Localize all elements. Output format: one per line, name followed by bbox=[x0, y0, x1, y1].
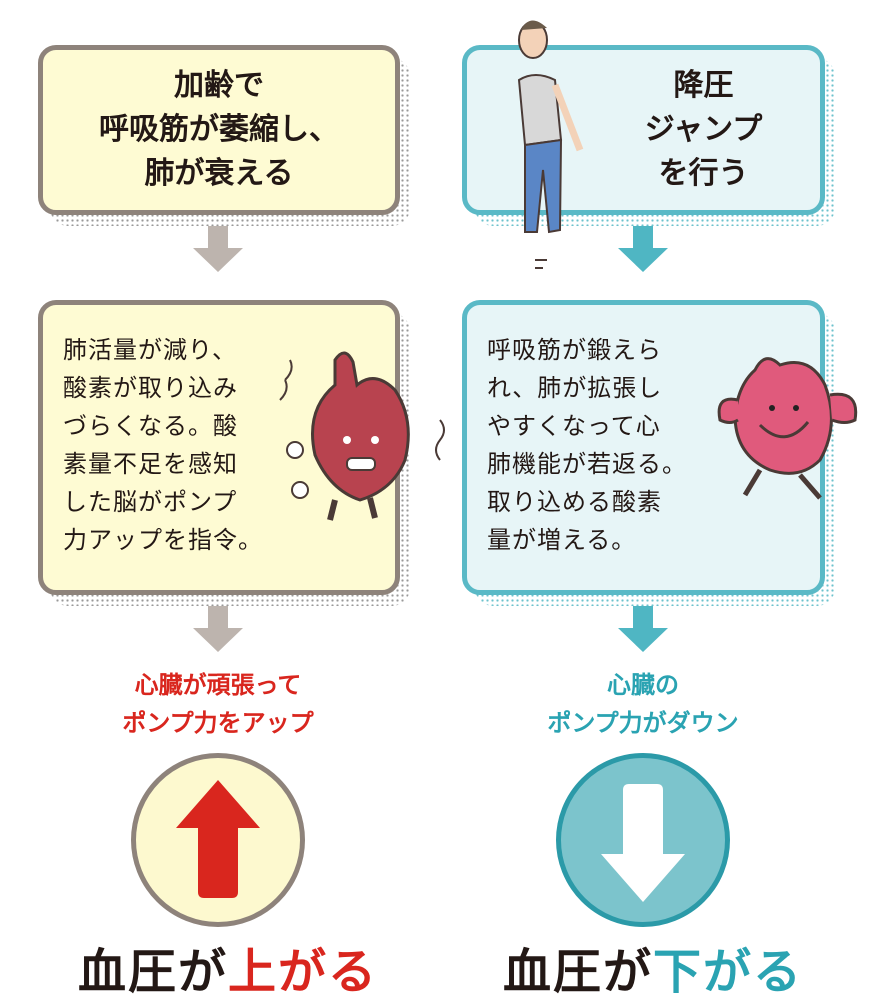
jumping-man-illustration bbox=[517, 20, 584, 269]
box-line: 肺が衰える bbox=[144, 156, 294, 191]
result-prefix: 血圧が bbox=[78, 944, 229, 1000]
box-line: 酸素が取り込み bbox=[63, 374, 238, 402]
box-line: 量が増える。 bbox=[487, 526, 637, 554]
box-line: した脳がポンプ bbox=[63, 488, 238, 516]
result-highlight: 下がる bbox=[653, 944, 804, 1000]
box-line: 取り込める酸素 bbox=[487, 488, 662, 516]
tired-heart-illustration bbox=[279, 351, 445, 521]
jump-action-box: 降圧 ジャンプ を行う bbox=[462, 45, 825, 215]
aging-cause-box: 加齢で 呼吸筋が萎縮し、 肺が衰える bbox=[38, 45, 400, 215]
caption-line: ポンプ力がダウン bbox=[547, 709, 739, 737]
down-arrow-icon bbox=[618, 606, 668, 652]
result-highlight: 上がる bbox=[228, 944, 379, 1000]
box-line: 呼吸筋が萎縮し、 bbox=[99, 112, 339, 147]
box-line: 力アップを指令。 bbox=[63, 526, 263, 554]
happy-heart-illustration bbox=[717, 357, 858, 500]
down-arrow-large-icon bbox=[601, 784, 685, 902]
box-line: やすくなって心 bbox=[487, 412, 661, 440]
box-line: 肺機能が若返る。 bbox=[487, 450, 687, 478]
down-circle bbox=[556, 753, 730, 927]
up-arrow-icon bbox=[176, 780, 260, 898]
caption-line: ポンプ力をアップ bbox=[122, 709, 314, 737]
result-text: 血圧が上がる bbox=[78, 932, 378, 1002]
caption-line: 心臓の bbox=[607, 671, 679, 699]
box-line: 呼吸筋が鍛えら bbox=[487, 336, 662, 364]
down-arrow-icon bbox=[618, 226, 668, 272]
box-line: 肺活量が減り、 bbox=[63, 336, 238, 364]
down-arrow-icon bbox=[193, 606, 243, 652]
box-line: れ、肺が拡張し bbox=[487, 374, 663, 402]
box-line: を行う bbox=[658, 156, 749, 191]
up-circle bbox=[131, 753, 305, 927]
result-prefix: 血圧が bbox=[503, 944, 654, 1000]
box-line: 素量不足を感知 bbox=[63, 450, 238, 478]
lung-rejuvenation-box: 呼吸筋が鍛えら れ、肺が拡張し やすくなって心 肺機能が若返る。 取り込める酸素… bbox=[462, 300, 825, 595]
box-line: づらくなる。酸 bbox=[63, 412, 238, 440]
result-text: 血圧が下がる bbox=[503, 932, 803, 1002]
box-line: 降圧 bbox=[673, 68, 734, 103]
caption-line: 心臓が頑張って bbox=[134, 671, 302, 699]
box-line: ジャンプ bbox=[644, 112, 763, 147]
box-line: 加齢で bbox=[174, 68, 264, 103]
down-arrow-icon bbox=[193, 226, 243, 272]
